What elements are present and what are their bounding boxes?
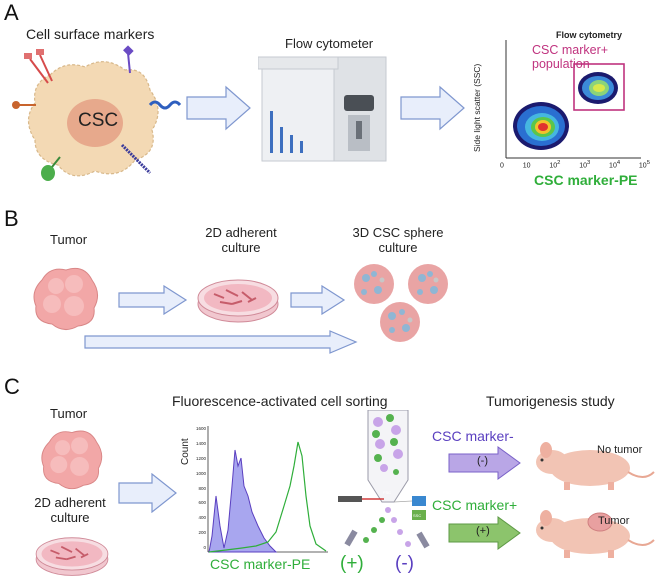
flow-cytometer-label: Flow cytometer	[285, 36, 374, 51]
y-tick: 1600	[195, 426, 206, 431]
panel-c-letter: C	[4, 374, 20, 399]
cell-sorter-illustration	[338, 410, 430, 549]
c-adherent-label: 2D adherent culture	[34, 495, 106, 525]
csc-marker-pos-label: CSC marker+	[432, 497, 518, 513]
c-tumor-label: Tumor	[50, 406, 88, 421]
csc-label: CSC	[78, 110, 119, 131]
mouse-with-tumor	[536, 510, 655, 558]
mouse-no-tumor	[536, 442, 655, 490]
facs-histogram	[207, 426, 328, 553]
ssc-label: SSC	[413, 513, 422, 518]
b-sphere-label: 3D CSC sphere culture	[352, 225, 444, 255]
no-tumor-label: No tumor	[597, 444, 643, 456]
y-tick: 200	[198, 530, 206, 536]
x-axis-ticks: 0 10 102 103 104 105	[500, 160, 650, 169]
arrow-a-2	[400, 85, 465, 131]
x-tick: 102	[549, 160, 561, 170]
hist-x-label: CSC marker-PE	[210, 556, 311, 572]
b-arrow-2	[290, 285, 346, 315]
sort-negative-label: (-)	[395, 553, 414, 574]
csc-marker-neg-label: CSC marker-	[432, 428, 514, 444]
y-tick: 1200	[195, 455, 206, 461]
y-tick: 1000	[195, 470, 206, 476]
c-culture-dish	[35, 537, 109, 576]
y-tick: 1400	[195, 440, 206, 446]
pos-arrow	[448, 516, 521, 550]
x-tick: 103	[579, 160, 591, 170]
b-long-arrow	[84, 330, 358, 354]
tumor-result-label: Tumor	[598, 515, 630, 527]
c-tumor-icon	[41, 430, 103, 490]
csc-gate	[573, 63, 625, 111]
fsc-label: FSC	[383, 490, 391, 495]
b-sphere-cluster	[354, 264, 448, 342]
facs-title: Fluorescence-activated cell sorting	[172, 393, 388, 409]
x-axis-label: CSC marker-PE	[534, 172, 638, 188]
flow-scatter-plot	[505, 40, 641, 159]
x-tick: 105	[638, 160, 650, 170]
neg-arrow	[448, 446, 521, 480]
b-tumor-label: Tumor	[50, 232, 88, 247]
c-arrow-to-facs	[118, 473, 177, 513]
y-tick: 0	[203, 545, 206, 550]
tumorigenesis-title: Tumorigenesis study	[486, 393, 615, 409]
panel-a-letter: A	[4, 0, 19, 25]
population-label: CSC marker+ population	[532, 43, 609, 71]
b-culture-dish	[197, 279, 279, 323]
flow-cytometer-icon	[258, 56, 387, 162]
b-tumor-icon	[33, 267, 98, 330]
panel-b-letter: B	[4, 206, 19, 231]
cell-surface-markers-label: Cell surface markers	[26, 26, 155, 42]
neg-arrow-label: (-)	[477, 455, 488, 467]
x-tick: 10	[522, 162, 531, 170]
b-arrow-1	[118, 285, 188, 315]
flow-plot-title: Flow cytometry	[556, 30, 623, 40]
pos-arrow-label: (+)	[476, 525, 490, 537]
y-axis-label: Side light scatter (SSC)	[472, 63, 482, 152]
x-tick: 104	[609, 160, 621, 170]
b-adherent-label: 2D adherent culture	[205, 225, 277, 255]
arrow-a-1	[186, 85, 251, 131]
hist-y-ticks: 1600 1400 1200 1000 800 600 400 200 0	[184, 426, 206, 550]
csc-cell-illustration	[12, 45, 182, 181]
x-tick: 0	[500, 162, 504, 170]
y-tick: 800	[198, 485, 206, 491]
y-tick: 400	[198, 515, 206, 521]
sort-positive-label: (+)	[340, 553, 364, 574]
y-tick: 600	[198, 500, 206, 506]
